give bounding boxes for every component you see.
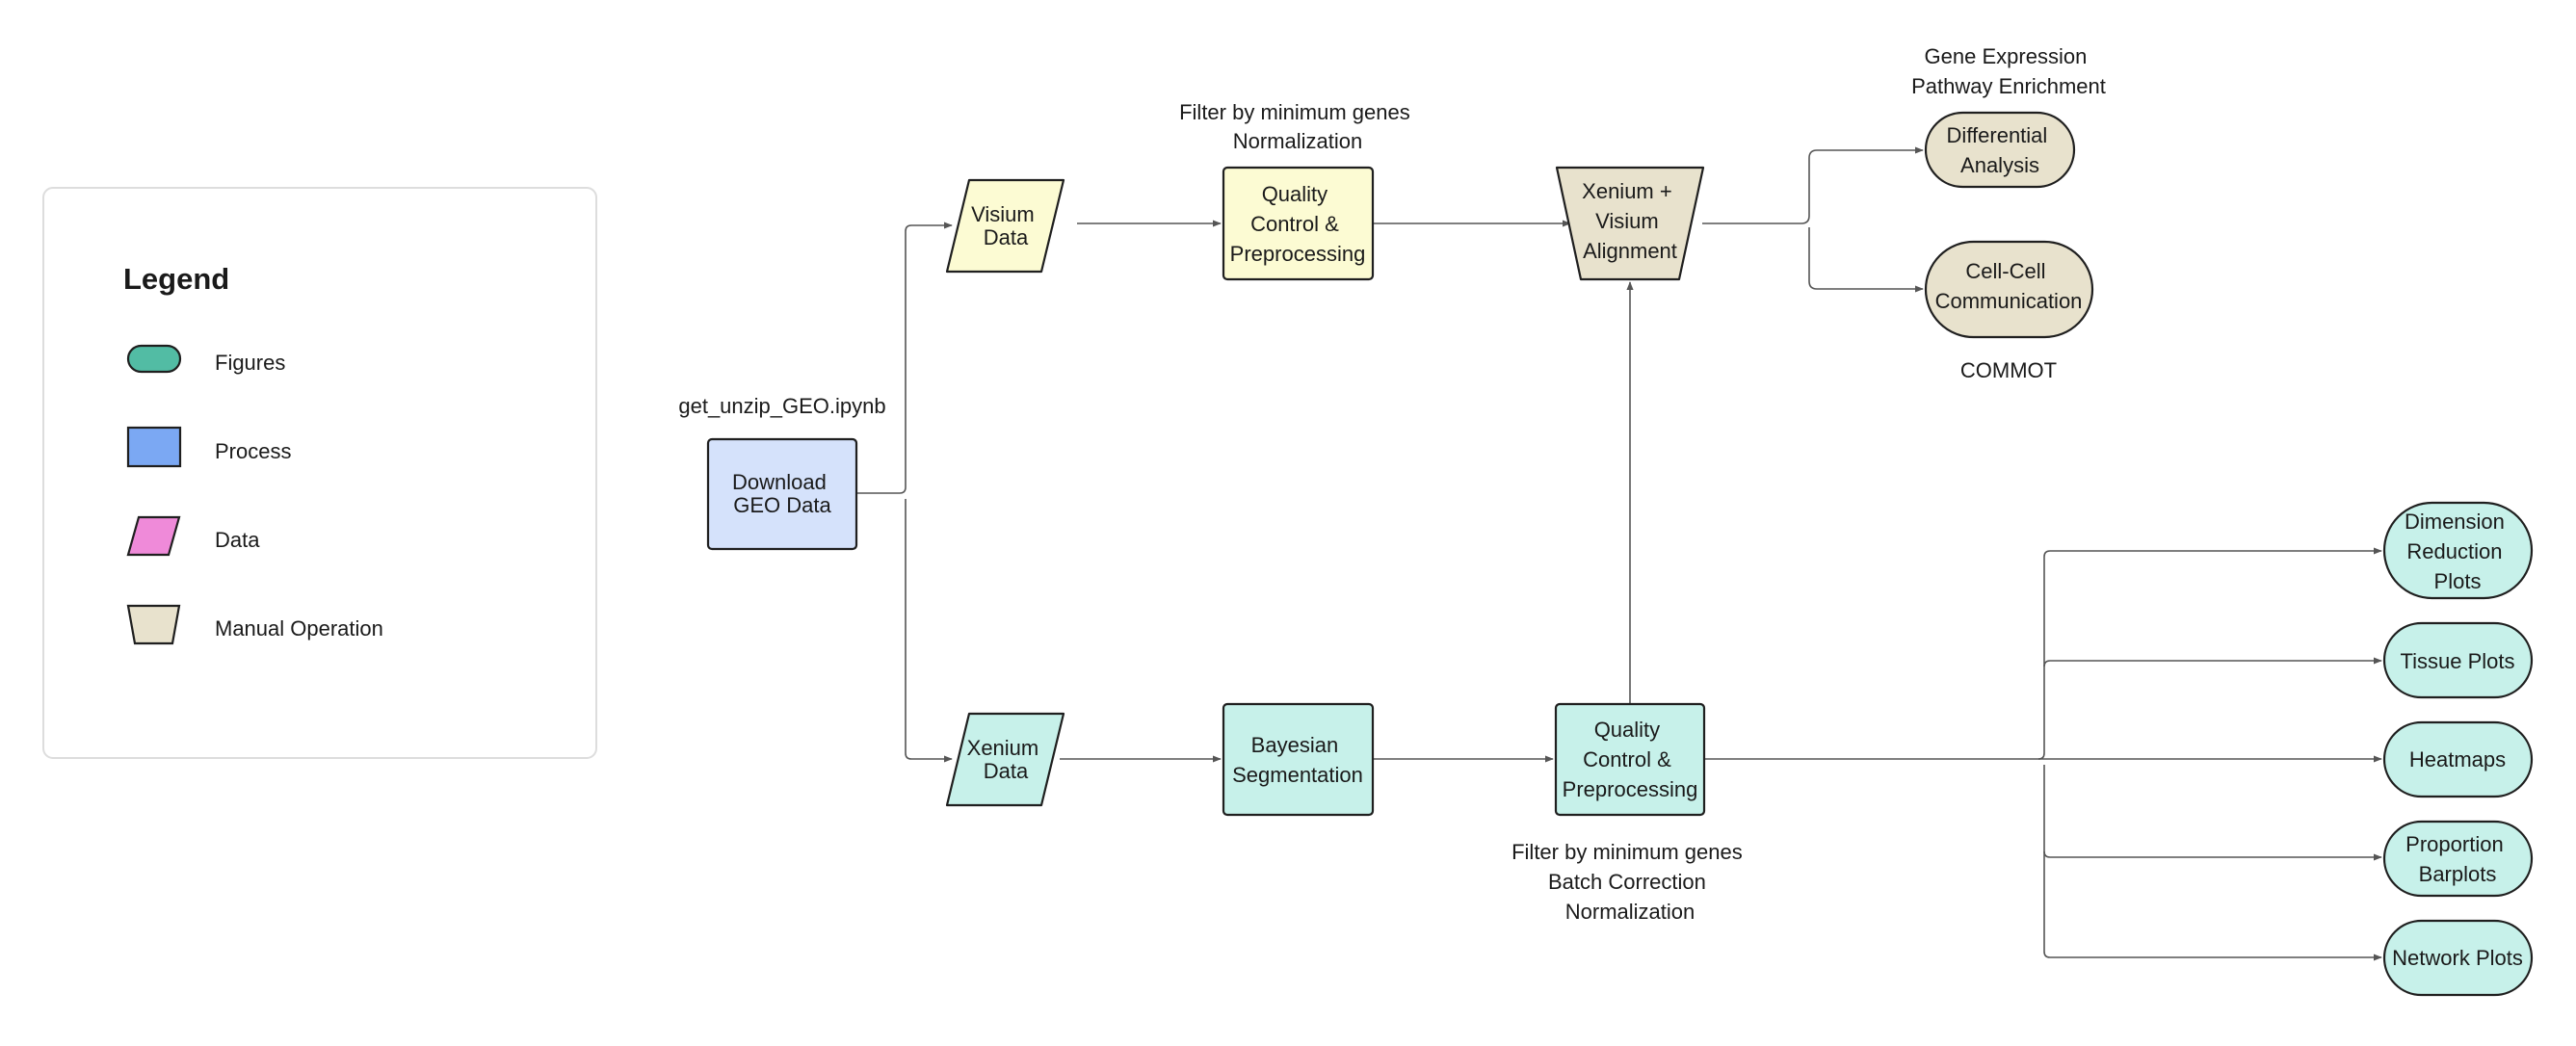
edge-xenium-qc-to-proportion: [2043, 765, 2382, 861]
bayesian-segmentation-label: Bayesian Segmentation: [1232, 733, 1363, 787]
legend-data-icon: [126, 515, 181, 557]
legend-manual-icon: [126, 604, 181, 645]
xenium-quality-control-label: Quality Control & Preprocessing: [1563, 718, 1698, 801]
legend-title: Legend: [123, 262, 229, 296]
edge-download-to-visium: [857, 222, 953, 494]
edge-download-to-xenium: [905, 499, 953, 763]
legend-process-icon: [126, 426, 182, 468]
annotations: get_unzip_GEO.ipynb Filter by minimum ge…: [678, 44, 2106, 924]
cell-cell-communication-node[interactable]: [1924, 240, 2094, 339]
edge-xenium-qc-to-network: [2043, 851, 2382, 961]
download-geo-data-node[interactable]: [706, 437, 858, 551]
legend-data-label: Data: [215, 528, 260, 552]
proportion-barplots-node[interactable]: [2382, 820, 2534, 898]
xenium-data-label: Xenium Data: [967, 736, 1045, 783]
xenium-visium-alignment-node[interactable]: [1555, 166, 1705, 281]
tissue-plots-node[interactable]: [2382, 621, 2534, 699]
differential-note: Gene Expression Pathway Enrichment: [1911, 44, 2106, 98]
xenium-data-node[interactable]: [945, 712, 1065, 807]
visium-data-node[interactable]: [945, 178, 1065, 274]
visium-quality-control-label: Quality Control & Preprocessing: [1230, 182, 1366, 266]
network-plots-label: Network Plots: [2392, 946, 2523, 970]
edge-xenium-qc-to-dimred: [1704, 547, 2382, 760]
proportion-barplots-label: Proportion Barplots: [2405, 832, 2510, 886]
cellcell-note: COMMOT: [1960, 358, 2057, 382]
edge-alignment-to-differential: [1702, 146, 1924, 224]
xenium-quality-control-node[interactable]: [1554, 702, 1706, 817]
network-plots-node[interactable]: [2382, 919, 2534, 997]
differential-analysis-label: Differential Analysis: [1947, 123, 2054, 177]
visium-data-label: Visium Data: [971, 202, 1040, 249]
download-geo-data-label: Download GEO Data: [732, 470, 832, 517]
heatmaps-label: Heatmaps: [2409, 747, 2506, 771]
cell-cell-communication-label: Cell-Cell Communication: [1935, 259, 2083, 313]
legend-panel: [42, 187, 597, 759]
edge-xenium-qc-to-tissue: [2043, 657, 2382, 667]
bayesian-segmentation-node[interactable]: [1222, 702, 1375, 817]
visium-qc-note: Filter by minimum genes Normalization: [1179, 100, 1416, 153]
dimension-reduction-plots-node[interactable]: [2382, 501, 2534, 600]
xenium-visium-alignment-label: Xenium + Visium Alignment: [1582, 179, 1678, 263]
edges: [857, 146, 2382, 961]
heatmaps-node[interactable]: [2382, 720, 2534, 798]
legend-manual-label: Manual Operation: [215, 616, 383, 641]
xenium-qc-note: Filter by minimum genes Batch Correction…: [1511, 840, 1748, 924]
legend-process-label: Process: [215, 439, 291, 463]
download-note: get_unzip_GEO.ipynb: [678, 394, 885, 418]
legend: Legend Figures Process Data Manual Opera…: [42, 187, 597, 759]
visium-quality-control-node[interactable]: [1222, 166, 1375, 281]
legend-figures-label: Figures: [215, 351, 285, 375]
differential-analysis-node[interactable]: [1924, 111, 2076, 189]
nodes: Download GEO Data Visium Data Xenium Dat…: [706, 111, 2534, 997]
legend-figures-icon: [126, 344, 182, 374]
edge-alignment-to-cellcell: [1808, 227, 1924, 293]
tissue-plots-label: Tissue Plots: [2400, 649, 2514, 673]
dimension-reduction-plots-label: Dimension Reduction Plots: [2405, 510, 2510, 593]
